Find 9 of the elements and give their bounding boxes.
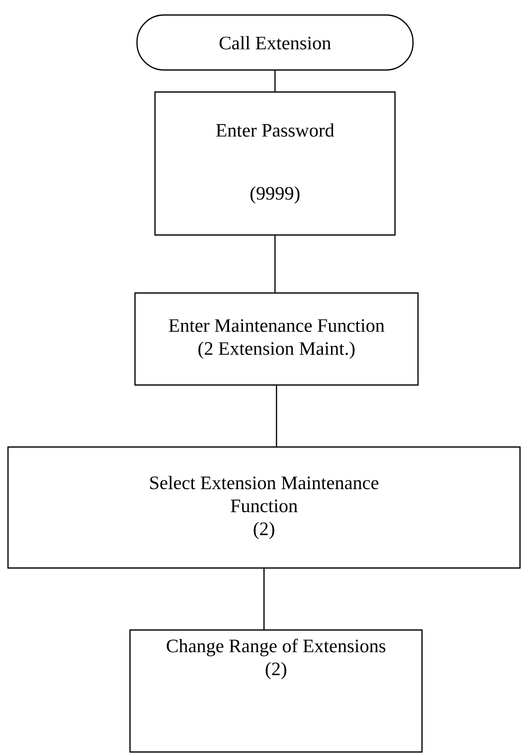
process-box: Enter Maintenance Function (2 Extension Maint.) <box>134 292 419 386</box>
process-box: Change Range of Extensions (2) <box>129 629 423 753</box>
connector-line <box>263 568 265 630</box>
process-box: Select Extension Maintenance Function (2) <box>7 446 521 569</box>
connector-line <box>274 236 276 292</box>
process-box: Enter Password (9999) <box>154 91 396 236</box>
connector-line <box>276 386 278 446</box>
terminal-box: Call Extension <box>136 14 414 71</box>
connector-line <box>274 70 276 92</box>
